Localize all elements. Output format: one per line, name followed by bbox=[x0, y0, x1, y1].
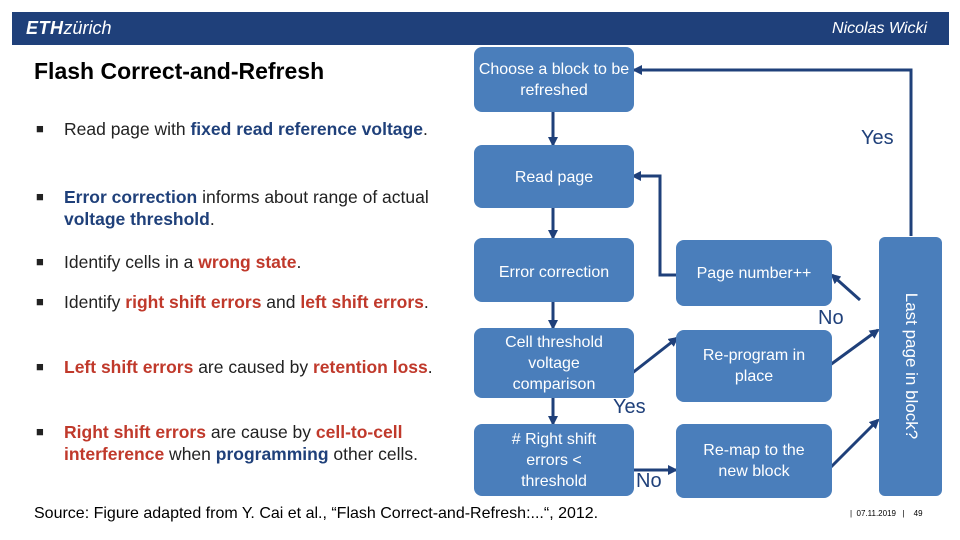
bullet-text-segment: are cause by bbox=[205, 422, 316, 442]
footer-separator: | bbox=[902, 509, 905, 518]
last-page-box bbox=[879, 237, 942, 496]
bullet-item: ■ Error correction informs about range of… bbox=[34, 186, 484, 230]
bullet-marker-icon: ■ bbox=[36, 294, 44, 309]
bullet-item: ■ Identify cells in a wrong state. bbox=[34, 251, 484, 273]
slide-title: Flash Correct-and-Refresh bbox=[34, 58, 325, 84]
bullet-text-segment: cell-to-cell interference bbox=[64, 422, 403, 464]
last-page-label: Last page in block? bbox=[902, 292, 921, 440]
bullet-text-segment: wrong state bbox=[198, 252, 297, 272]
bullet-text-segment: when bbox=[164, 444, 216, 464]
bullet-text-segment: are caused by bbox=[193, 357, 313, 377]
bullet-item: ■ Read page with fixed read reference vol… bbox=[34, 118, 484, 140]
bullet-text-segment: left shift errors bbox=[300, 292, 424, 312]
footer: | 07.11.2019 | 49 bbox=[850, 509, 923, 518]
bullet-text-segment: Right shift errors bbox=[64, 422, 206, 442]
bullet-text-segment: . bbox=[423, 292, 429, 312]
bullet-text-segment: and bbox=[261, 292, 301, 312]
page-number-box: Page number++ bbox=[676, 240, 832, 306]
footer-date: 07.11.2019 bbox=[856, 509, 896, 518]
header-bar: ETHzürich Nicolas Wicki bbox=[12, 12, 949, 45]
label-no-lower: No bbox=[636, 470, 662, 492]
label-yes-top: Yes bbox=[861, 127, 894, 149]
bullet-text-segment: Error correction bbox=[64, 187, 198, 207]
bullet-text-segment: . bbox=[422, 119, 428, 139]
bullet-text-segment: fixed read reference voltage bbox=[190, 119, 423, 139]
label-no-upper: No bbox=[818, 307, 844, 329]
arrow-yes-to-choose bbox=[632, 65, 913, 236]
bullet-text-segment: other cells. bbox=[328, 444, 419, 464]
page-number: 49 bbox=[913, 509, 923, 518]
bullet-marker-icon: ■ bbox=[36, 189, 44, 204]
bullet-item: ■ Right shift errors are cause by cell-to… bbox=[34, 421, 484, 465]
bullet-marker-icon: ■ bbox=[36, 254, 44, 269]
arrow-reprogram-to-last bbox=[829, 328, 880, 367]
error-correction-box: Error correction bbox=[474, 238, 634, 302]
source-citation: Source: Figure adapted from Y. Cai et al… bbox=[34, 505, 599, 522]
reprogram-box: Re-program in place bbox=[676, 330, 832, 402]
footer-separator: | bbox=[850, 509, 853, 518]
remap-box: Re-map to the new block bbox=[676, 424, 832, 498]
bullet-item: ■ Identify right shift errors and left sh… bbox=[34, 291, 484, 313]
read-page-box: Read page bbox=[474, 145, 634, 208]
bullet-text-segment: retention loss bbox=[312, 357, 428, 377]
eth-logo: ETHzürich bbox=[26, 18, 112, 38]
cell-threshold-box: Cell threshold voltage comparison bbox=[474, 328, 634, 398]
bullet-text-segment: right shift errors bbox=[125, 292, 262, 312]
bullet-text-segment: . bbox=[209, 209, 215, 229]
bullet-text-segment: . bbox=[296, 252, 302, 272]
author-name: Nicolas Wicki bbox=[832, 20, 927, 37]
bullet-text-segment: Left shift errors bbox=[64, 357, 194, 377]
bullet-text-segment: voltage threshold bbox=[64, 209, 210, 229]
bullet-text-segment: . bbox=[427, 357, 433, 377]
arrow-no-to-pagenumber bbox=[830, 273, 861, 302]
bullet-text-segment: informs about range of actual bbox=[197, 187, 429, 207]
bullet-text-segment: Identify bbox=[64, 292, 126, 312]
right-shift-box: # Right shift errors < threshold bbox=[474, 424, 634, 496]
bullet-text-segment: Identify cells in a bbox=[64, 252, 199, 272]
arrow-pagenumber-to-read bbox=[631, 171, 680, 277]
choose-block-box: Choose a block to be refreshed bbox=[474, 47, 634, 112]
arrow-remap-to-last bbox=[828, 418, 880, 470]
bullet-item: ■ Left shift errors are caused by retenti… bbox=[34, 356, 484, 378]
label-yes-mid: Yes bbox=[613, 396, 646, 418]
bullet-marker-icon: ■ bbox=[36, 359, 44, 374]
bullet-marker-icon: ■ bbox=[36, 121, 44, 136]
bullet-marker-icon: ■ bbox=[36, 424, 44, 439]
bullet-text-segment: Read page with bbox=[64, 119, 191, 139]
bullet-text-segment: programming bbox=[215, 444, 329, 464]
